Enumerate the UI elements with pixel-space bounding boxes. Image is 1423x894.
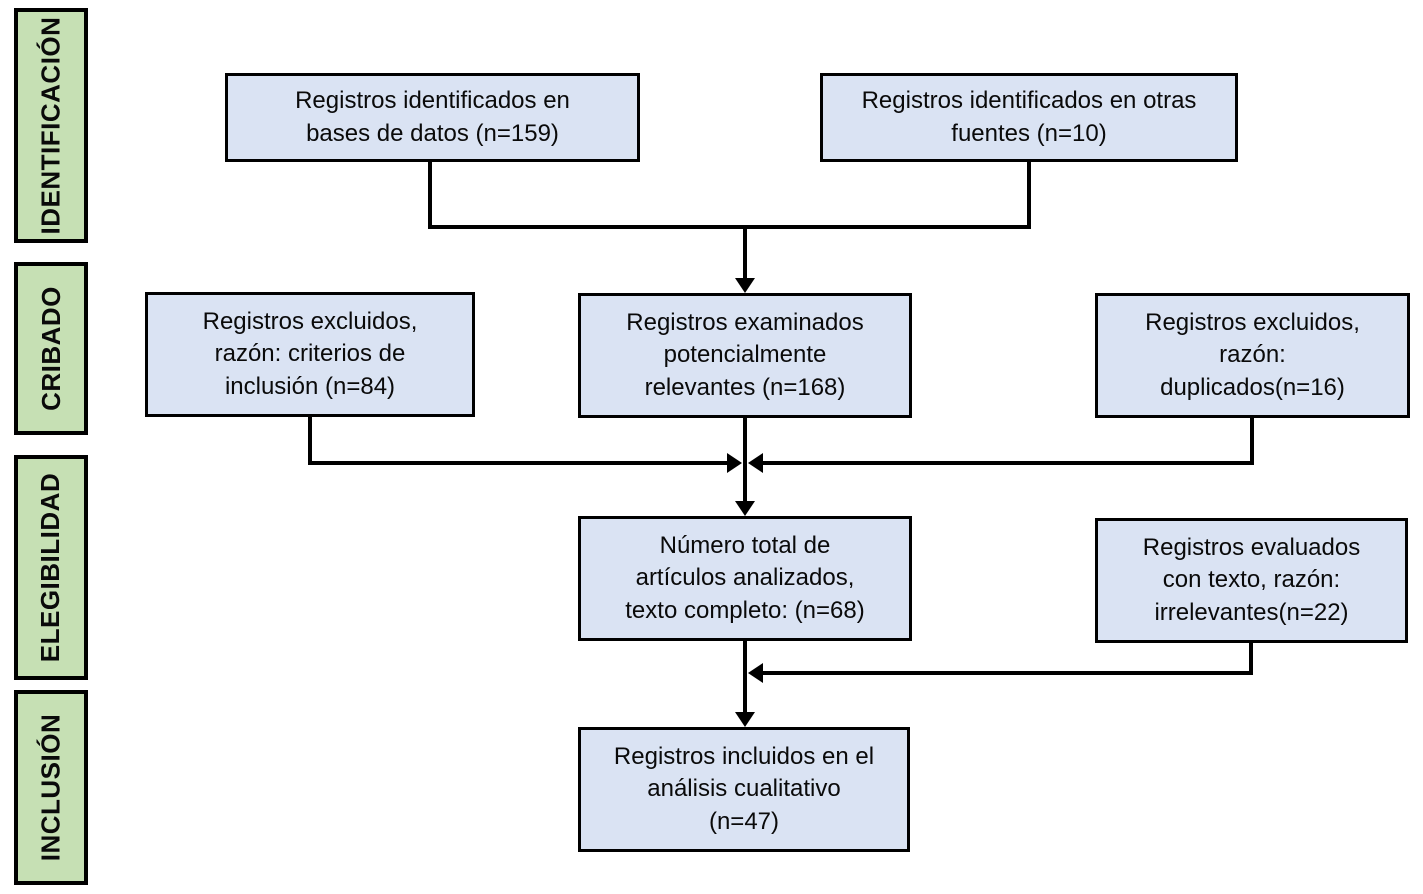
connector-other-sources-down bbox=[1027, 162, 1031, 229]
node-fulltext-analyzed: Número total de artículos analizados, te… bbox=[578, 516, 912, 641]
connector-databases-down bbox=[428, 162, 432, 229]
stage-label-cribado: CRIBADO bbox=[35, 286, 66, 411]
connector-duplicates-down bbox=[1250, 418, 1254, 465]
node-screened-potentially-relevant: Registros examinados potencialmente rele… bbox=[578, 293, 912, 418]
node-excluded-duplicates: Registros excluidos, razón: duplicados(n… bbox=[1095, 293, 1410, 418]
connector-irrelevant-down bbox=[1249, 643, 1253, 675]
node-identified-databases: Registros identificados en bases de dato… bbox=[225, 73, 640, 162]
connector-top-merge-horizontal bbox=[428, 225, 1031, 229]
node-evaluated-irrelevant: Registros evaluados con texto, razón: ir… bbox=[1095, 518, 1408, 643]
node-included-qualitative: Registros incluidos en el análisis cuali… bbox=[578, 727, 910, 852]
arrowhead-down-into-included bbox=[735, 712, 755, 727]
stage-label-identificacion: IDENTIFICACIÓN bbox=[35, 16, 66, 235]
connector-duplicates-horizontal bbox=[761, 461, 1252, 465]
connector-excluded-criteria-horizontal bbox=[308, 461, 729, 465]
node-excluded-inclusion-criteria: Registros excluidos, razón: criterios de… bbox=[145, 292, 475, 417]
connector-merge-to-screened bbox=[743, 225, 747, 280]
connector-screened-to-fulltext bbox=[743, 418, 747, 503]
node-identified-other-sources: Registros identificados en otras fuentes… bbox=[820, 73, 1238, 162]
arrowhead-left-from-duplicates bbox=[748, 453, 763, 473]
stage-label-elegibilidad: ELEGIBILIDAD bbox=[35, 472, 66, 663]
arrowhead-down-into-screened bbox=[735, 278, 755, 293]
connector-irrelevant-horizontal bbox=[761, 671, 1251, 675]
stage-band-identificacion: IDENTIFICACIÓN bbox=[14, 8, 88, 243]
stage-band-inclusion: INCLUSIÓN bbox=[14, 690, 88, 885]
stage-label-inclusion: INCLUSIÓN bbox=[35, 713, 66, 862]
connector-excluded-criteria-down bbox=[308, 417, 312, 465]
arrowhead-down-into-fulltext bbox=[735, 501, 755, 516]
stage-band-cribado: CRIBADO bbox=[14, 262, 88, 435]
arrowhead-right-from-excluded-criteria bbox=[727, 453, 742, 473]
arrowhead-left-from-irrelevant bbox=[748, 663, 763, 683]
stage-band-elegibilidad: ELEGIBILIDAD bbox=[14, 455, 88, 680]
connector-fulltext-to-included bbox=[743, 641, 747, 714]
